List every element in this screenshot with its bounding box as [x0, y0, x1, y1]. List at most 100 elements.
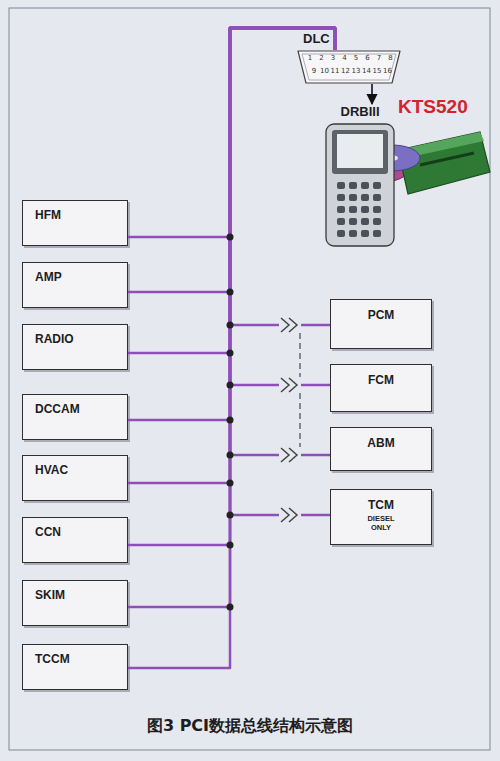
chevron [281, 448, 289, 462]
node-label: DLC [303, 31, 330, 46]
node-label: HVAC [23, 456, 127, 477]
junction-dot [227, 512, 234, 519]
node-label: HFM [23, 201, 127, 222]
pin-number: 12 [341, 67, 350, 75]
junction-dot [227, 604, 234, 611]
junction-dot [227, 542, 234, 549]
node-label: AMP [23, 263, 127, 284]
node-label: SKIM [23, 581, 127, 602]
bus-wire [128, 28, 335, 420]
figure-frame [9, 8, 490, 750]
chevron [289, 378, 297, 392]
pin-number: 16 [383, 67, 392, 75]
junction-dot [227, 234, 234, 241]
figure-caption: 图3 PCI数据总线结构示意图 [0, 716, 500, 737]
tool-key [361, 194, 369, 201]
node-label: DCCAM [23, 395, 127, 416]
arrow-line [371, 84, 373, 104]
node-label: PCM [331, 300, 431, 322]
tool-key [349, 206, 357, 213]
chevron-gap [279, 447, 301, 463]
tool-key [373, 194, 381, 201]
tool-key [361, 230, 369, 237]
module-box: ABM [330, 427, 432, 471]
tool-key [337, 194, 345, 201]
pin-number: 13 [352, 67, 361, 75]
tool-screen [337, 134, 383, 168]
bus-wire [128, 28, 335, 607]
tool-key [337, 206, 345, 213]
chevron [289, 508, 297, 522]
node-label: RADIO [23, 325, 127, 346]
pin-number: 14 [362, 67, 371, 75]
tool-key [349, 182, 357, 189]
chevron-gap [279, 507, 301, 523]
bus-wire [128, 28, 335, 237]
junction-dots [227, 234, 234, 611]
node-label: FCM [331, 365, 431, 387]
module-box: DCCAM [22, 394, 128, 440]
pin-number: 6 [365, 54, 369, 62]
tool-key [361, 218, 369, 225]
module-box: TCCM [22, 644, 128, 690]
module-box: TCMDIESEL ONLY [330, 489, 432, 545]
bus-wire [128, 28, 335, 353]
node-label: CCN [23, 518, 127, 539]
module-box: PCM [330, 299, 432, 349]
bus-wire [128, 28, 335, 545]
bus-wire [230, 28, 335, 515]
node-label: TCCM [23, 645, 127, 666]
tool-body [326, 124, 394, 246]
pin-number: 2 [319, 54, 323, 62]
junction-dot [227, 480, 234, 487]
chevron-gap [279, 317, 301, 333]
chevron-gap [279, 377, 301, 393]
tool-key [337, 218, 345, 225]
junction-dot [227, 322, 234, 329]
pin-number: 15 [373, 67, 382, 75]
chevron [289, 318, 297, 332]
pin-number: 9 [312, 67, 316, 75]
junction-dot [227, 452, 234, 459]
connector-inner [302, 54, 396, 80]
pin-number: 5 [354, 54, 358, 62]
scan-tool-drawing [322, 122, 398, 248]
tool-key [349, 218, 357, 225]
module-box: AMP [22, 262, 128, 308]
dashed-link [299, 333, 300, 448]
tool-key [349, 194, 357, 201]
tool-key [337, 230, 345, 237]
tool-bezel [332, 130, 388, 174]
pin-number: 3 [331, 54, 335, 62]
module-box: SKIM [22, 580, 128, 626]
device-slot [420, 153, 474, 165]
chevron [281, 378, 289, 392]
node-label: ABM [331, 428, 431, 450]
tool-key [337, 182, 345, 189]
tool-key [361, 182, 369, 189]
module-box: RADIO [22, 324, 128, 370]
pin-number: 11 [331, 67, 340, 75]
connector-shell [298, 51, 400, 83]
module-box: HFM [22, 200, 128, 246]
bus-wire [128, 28, 335, 292]
junction-dot [227, 417, 234, 424]
tool-key [349, 230, 357, 237]
chevron [289, 448, 297, 462]
pin-number: 7 [377, 54, 381, 62]
chevron [281, 318, 289, 332]
module-box: CCN [22, 517, 128, 563]
module-box: FCM [330, 364, 432, 412]
bus-wire [230, 28, 335, 385]
tool-key [373, 182, 381, 189]
node-label: DRBIII [322, 104, 398, 119]
bus-wire [230, 28, 335, 325]
tool-key [373, 206, 381, 213]
scan-tool: DRBIII [322, 104, 398, 248]
pin-number: 8 [388, 54, 392, 62]
pin-number: 4 [342, 54, 346, 62]
chevron [281, 508, 289, 522]
node-label: DIESEL ONLY [363, 515, 399, 532]
junction-dot [227, 382, 234, 389]
